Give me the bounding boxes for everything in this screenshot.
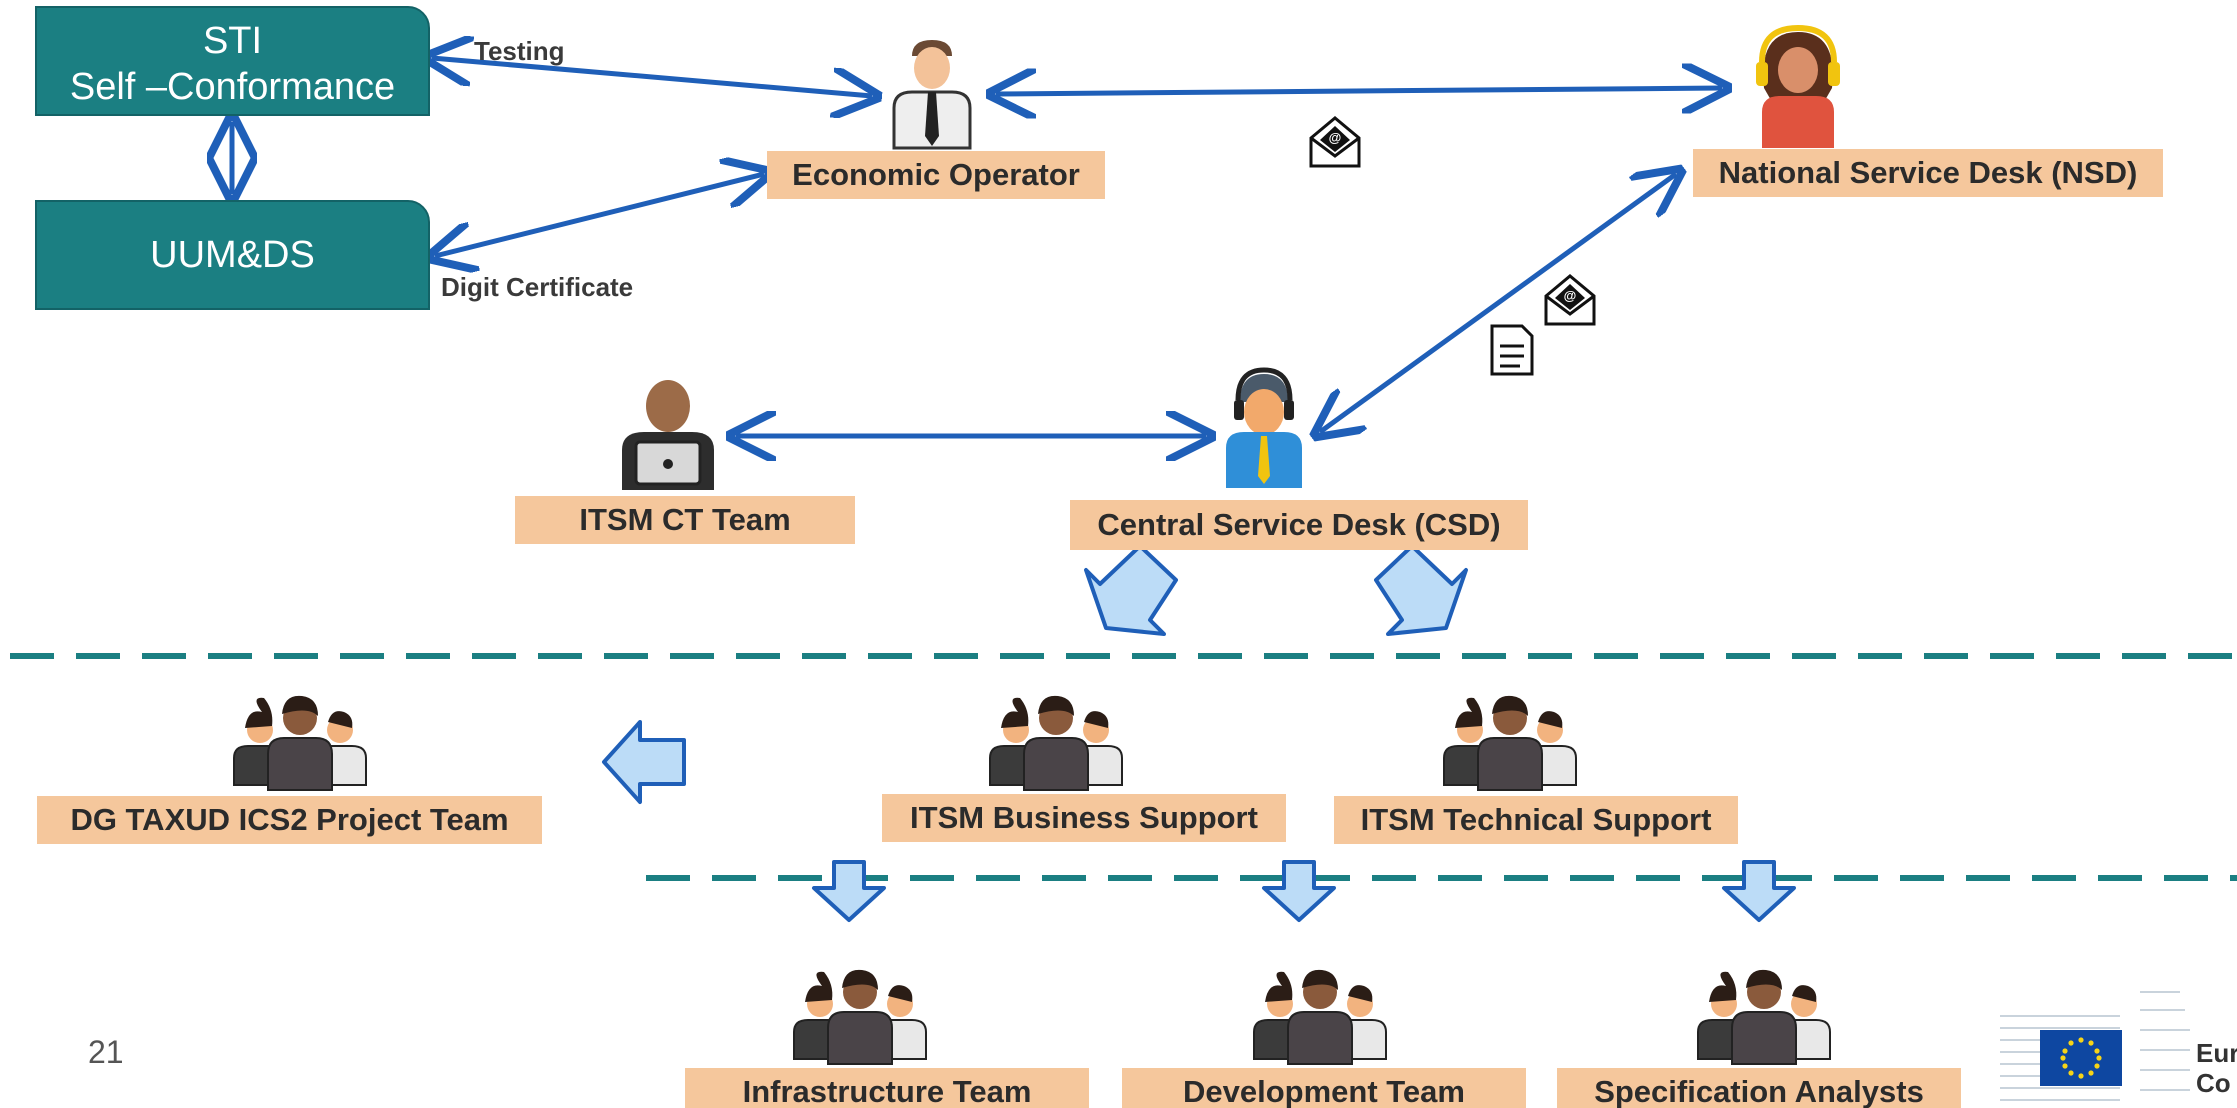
block-arrow-down-1	[812, 860, 886, 922]
csd-label: Central Service Desk (CSD)	[1070, 500, 1528, 550]
logo-text-line-1: Eur	[2196, 1038, 2237, 1068]
document-icon	[1490, 324, 1534, 376]
block-arrow-left	[602, 720, 686, 804]
laptop-user-icon	[622, 380, 714, 490]
sti-self-conformance-box: STI Self –Conformance	[35, 6, 430, 116]
svg-text:@: @	[1564, 288, 1577, 303]
testing-arrow	[432, 58, 872, 96]
block-arrow-down-2	[1262, 860, 1336, 922]
itsm-ct-team-label: ITSM CT Team	[515, 496, 855, 544]
dg-taxud-team-label: DG TAXUD ICS2 Project Team	[37, 796, 542, 844]
logo-text-line-2: Co	[2196, 1068, 2231, 1098]
team-icon	[1443, 694, 1577, 791]
team-icon	[1697, 968, 1831, 1065]
uum-ds-box: UUM&DS	[35, 200, 430, 310]
sti-subtitle: Self –Conformance	[69, 66, 396, 108]
commission-logo-text: Eur Co	[2196, 1038, 2237, 1098]
page-number: 21	[88, 1034, 124, 1070]
team-icon	[793, 968, 927, 1065]
email-icon: @	[1309, 116, 1361, 168]
development-team-label: Development Team	[1122, 1068, 1526, 1108]
csd-nsd-arrow	[1320, 174, 1676, 432]
block-arrow-down-left	[1084, 544, 1178, 636]
digit-certificate-label: Digit Certificate	[441, 272, 634, 302]
team-icon	[989, 694, 1123, 791]
uum-ds-label: UUM&DS	[150, 234, 315, 276]
email-icon: @	[1544, 274, 1596, 326]
itsm-business-support-label: ITSM Business Support	[882, 794, 1286, 842]
itsm-technical-support-label: ITSM Technical Support	[1334, 796, 1738, 844]
testing-label: Testing	[474, 36, 565, 66]
sti-title: STI	[202, 20, 263, 62]
eu-flag-icon	[2000, 991, 2190, 1101]
eo-nsd-arrow	[996, 88, 1722, 94]
specification-analysts-label: Specification Analysts	[1557, 1068, 1961, 1108]
block-arrow-down-3	[1722, 860, 1796, 922]
headset-woman-icon	[1756, 24, 1840, 148]
certificate-arrow	[435, 174, 764, 256]
businessman-icon	[892, 40, 972, 150]
team-icon	[1253, 968, 1387, 1065]
economic-operator-label: Economic Operator	[767, 151, 1105, 199]
svg-text:@: @	[1329, 130, 1342, 145]
support-agent-icon	[1226, 367, 1302, 488]
nsd-label: National Service Desk (NSD)	[1693, 149, 2163, 197]
team-icon	[233, 694, 367, 791]
infrastructure-team-label: Infrastructure Team	[685, 1068, 1089, 1108]
block-arrow-down-right	[1374, 544, 1468, 636]
